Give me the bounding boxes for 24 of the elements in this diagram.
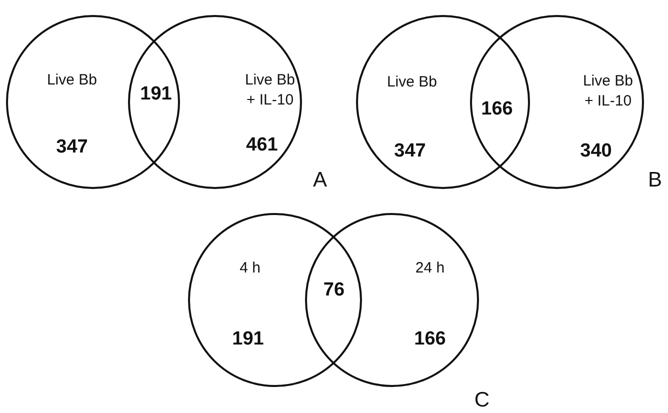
set-label: Live Bb <box>46 70 98 90</box>
venn-circle <box>470 15 644 189</box>
set-label: 4 h <box>238 258 262 278</box>
venn-circle <box>128 15 302 189</box>
set-label: Live Bb <box>386 72 438 92</box>
count-value: 347 <box>55 136 89 160</box>
overlap-count: 166 <box>481 98 513 122</box>
venn-circle <box>305 213 479 387</box>
overlap-count: 191 <box>140 82 172 107</box>
set-label: Live Bb + IL-10 <box>582 72 634 110</box>
count-value: 461 <box>245 134 279 158</box>
count-value: 347 <box>393 140 427 164</box>
set-label: Live Bb + IL-10 <box>244 70 296 110</box>
venn-circle <box>356 15 530 189</box>
venn-circle <box>6 15 180 189</box>
set-label: 24 h <box>414 258 446 278</box>
venn-circle <box>188 213 362 387</box>
panel-letter: B <box>648 167 662 194</box>
count-value: 166 <box>413 328 447 352</box>
overlap-count: 76 <box>323 278 345 303</box>
panel-letter: A <box>313 167 327 194</box>
count-value: 340 <box>579 140 613 164</box>
count-value: 191 <box>231 328 265 352</box>
panel-letter: C <box>474 387 490 413</box>
